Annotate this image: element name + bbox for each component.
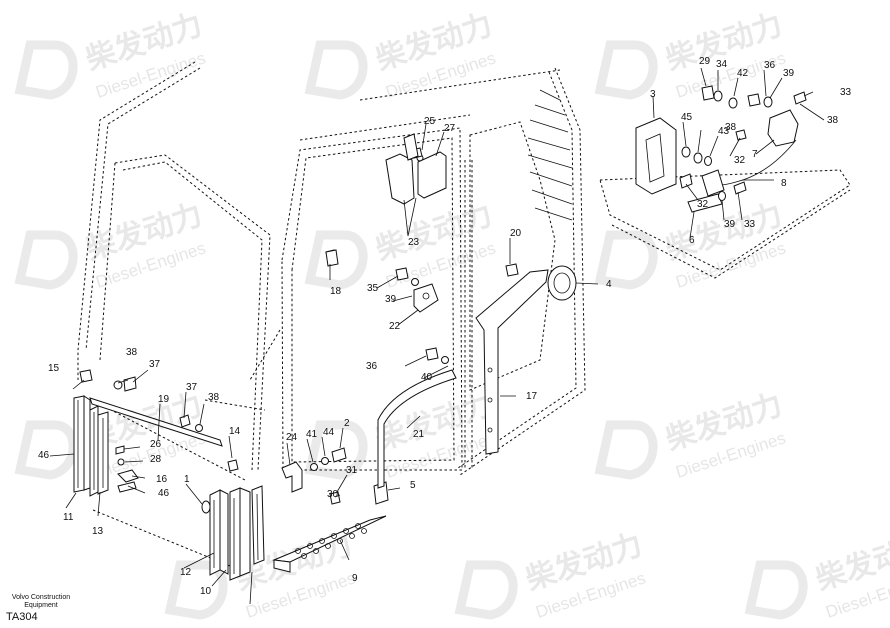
callout-label: 39 <box>783 68 795 79</box>
callout-label: 12 <box>180 567 192 578</box>
plate-27 <box>417 151 447 199</box>
callout-label: 18 <box>330 286 342 297</box>
callout-label: 21 <box>413 429 425 440</box>
callout-label: 13 <box>92 526 104 537</box>
step-plate-holes <box>295 523 367 559</box>
callout-label: 28 <box>150 454 162 465</box>
callout-label: 38 <box>827 115 839 126</box>
rear-glass-hatching <box>527 89 573 221</box>
watermark-logo <box>14 40 78 100</box>
watermark-logo <box>594 230 658 290</box>
callout-label: 41 <box>306 429 318 440</box>
arm-17 <box>475 269 549 455</box>
lock-7 <box>767 109 799 147</box>
callout-label: 31 <box>346 465 358 476</box>
callout-label: 1 <box>184 474 190 485</box>
bracket-24 <box>281 461 303 493</box>
callout-label: 3 <box>650 89 656 100</box>
callout-label: 24 <box>286 432 298 443</box>
callout-label: 29 <box>699 56 711 67</box>
callout-label: 16 <box>156 474 168 485</box>
callout-label: 8 <box>781 178 787 189</box>
callout-label: 43 <box>718 126 730 137</box>
left-guide-rails <box>73 395 109 497</box>
callout-label: 17 <box>526 391 538 402</box>
callout-label: 34 <box>716 59 728 70</box>
diagram-code: TA304 <box>6 611 38 623</box>
callout-label: 42 <box>737 68 749 79</box>
callout-label: 46 <box>38 450 50 461</box>
callout-label: 27 <box>444 123 456 134</box>
cover-3 <box>635 117 677 195</box>
callout-label: 9 <box>352 573 358 584</box>
callout-label: 40 <box>421 372 433 383</box>
callout-label: 37 <box>186 382 198 393</box>
callout-label: 26 <box>150 439 162 450</box>
callout-label: 11 <box>63 512 74 523</box>
callout-label: 6 <box>689 235 695 246</box>
callout-label: 46 <box>158 488 170 499</box>
watermark-logo <box>454 560 518 620</box>
callout-label: 23 <box>408 237 420 248</box>
callout-label: 7 <box>752 149 758 160</box>
callout-label: 36 <box>366 361 378 372</box>
callout-label: 36 <box>764 60 776 71</box>
callout-label: 37 <box>149 359 161 370</box>
callout-labels: 1234567891011121314151617181920212223242… <box>38 56 852 597</box>
callout-label: 15 <box>48 363 60 374</box>
callout-label: 45 <box>681 112 693 123</box>
watermark-logo <box>304 40 368 100</box>
callout-label: 2 <box>344 418 350 429</box>
callout-label: 20 <box>510 228 522 239</box>
slide-handle <box>117 469 139 483</box>
callout-label: 33 <box>744 219 756 230</box>
company-caption: Volvo Construction Equipment <box>6 594 76 610</box>
stay-rod-21 <box>377 369 457 489</box>
leader-lines <box>49 67 825 605</box>
callout-label: 5 <box>410 480 416 491</box>
callout-label: 10 <box>200 586 212 597</box>
callout-label: 22 <box>389 321 401 332</box>
callout-label: 32 <box>697 199 709 210</box>
callout-label: 38 <box>725 122 737 133</box>
parts-layer <box>73 85 807 581</box>
callout-label: 33 <box>840 87 852 98</box>
callout-label: 30 <box>327 489 339 500</box>
bracket-22 <box>413 283 439 313</box>
callout-label: 39 <box>724 219 736 230</box>
watermark-logo <box>594 40 658 100</box>
watermark-logo <box>164 560 228 620</box>
rod-19 <box>89 397 223 447</box>
bolts-right-group <box>679 85 807 201</box>
watermark-logo <box>594 420 658 480</box>
watermark-logo <box>14 230 78 290</box>
callout-label: 19 <box>158 394 170 405</box>
callout-label: 39 <box>385 294 397 305</box>
watermark-logo <box>304 230 368 290</box>
watermark-logo <box>304 420 368 480</box>
callout-label: 14 <box>229 426 241 437</box>
callout-label: 35 <box>367 283 379 294</box>
watermark-logo <box>744 560 808 620</box>
company-line-2: Equipment <box>24 602 58 609</box>
callout-label: 25 <box>424 116 436 127</box>
cap-18 <box>325 249 339 267</box>
callout-label: 38 <box>126 347 138 358</box>
knob-4 <box>547 265 577 301</box>
watermark-logo <box>14 420 78 480</box>
callout-label: 32 <box>734 155 746 166</box>
callout-label: 44 <box>323 427 335 438</box>
company-line-1: Volvo Construction <box>11 594 71 601</box>
cab-outline <box>77 61 851 571</box>
callout-label: 4 <box>606 279 612 290</box>
hinge-23 <box>385 153 415 205</box>
callout-label: 38 <box>208 392 220 403</box>
